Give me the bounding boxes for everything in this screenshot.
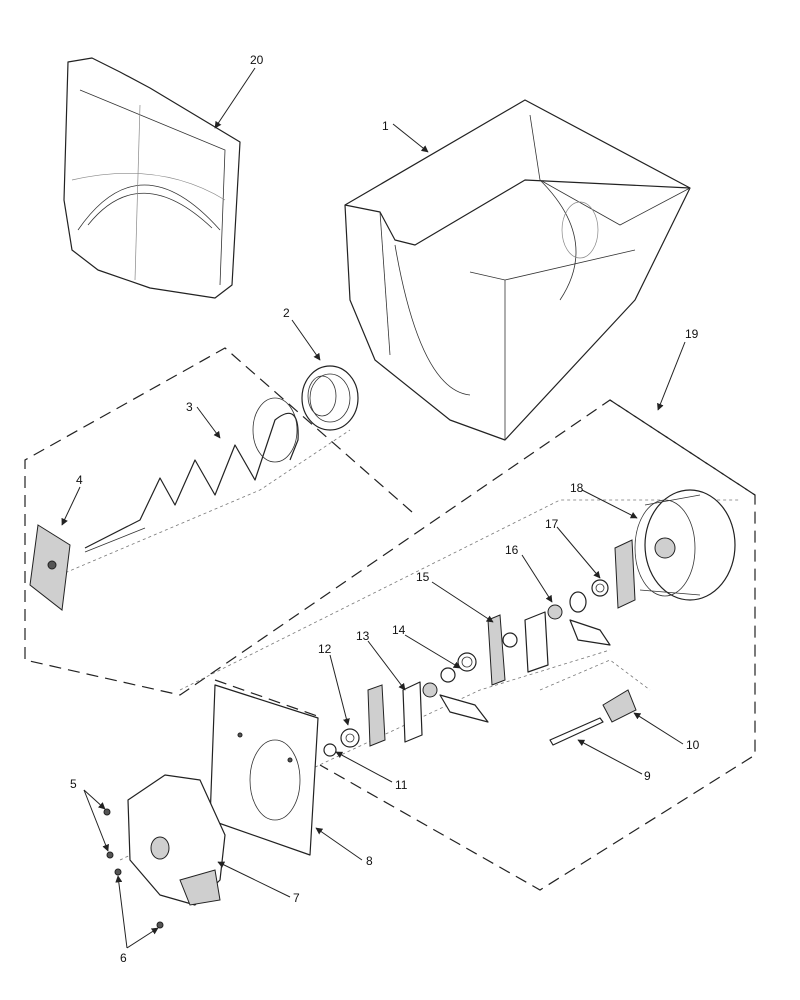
callout-12: 12	[318, 642, 332, 656]
leader-5a	[83, 789, 106, 810]
leader-10	[633, 712, 684, 745]
leader-13	[367, 640, 406, 691]
callout-14: 14	[392, 623, 406, 637]
leader-8	[315, 827, 363, 861]
callout-13: 13	[356, 629, 370, 643]
spacer-16	[547, 591, 611, 646]
leader-3	[196, 406, 221, 439]
impeller-blade	[29, 524, 71, 611]
leader-4	[61, 486, 81, 526]
screw-5-lower	[106, 851, 114, 859]
leader-14	[404, 634, 461, 669]
callout-2: 2	[283, 306, 290, 320]
leader-7	[217, 861, 291, 898]
callout-6: 6	[120, 951, 127, 965]
leader-19	[657, 341, 686, 411]
leader-17	[556, 526, 601, 579]
leader-15	[431, 581, 494, 623]
leader-20	[214, 67, 256, 129]
ice-bucket	[344, 99, 691, 441]
leader-12	[329, 654, 350, 726]
nut-11	[323, 743, 337, 757]
callout-8: 8	[366, 854, 373, 868]
callout-9: 9	[644, 769, 651, 783]
leader-18	[581, 489, 638, 519]
auger-group-boundary	[24, 347, 756, 696]
callout-15: 15	[416, 570, 430, 584]
actuator-bracket-10	[602, 689, 637, 723]
bearing-ring	[301, 365, 359, 431]
callout-20: 20	[250, 53, 264, 67]
leader-5b	[83, 789, 109, 852]
pin-9	[549, 717, 604, 746]
crusher-assembly-boundary	[319, 399, 756, 891]
ice-drum	[634, 489, 736, 601]
screw-5-upper	[103, 808, 111, 816]
leader-9	[577, 739, 643, 775]
leader-6b	[126, 927, 159, 949]
screw-6-lower	[156, 921, 164, 929]
leader-6a	[115, 875, 128, 949]
mount-plate	[209, 684, 319, 856]
leader-16	[521, 554, 553, 603]
callout-17: 17	[545, 517, 559, 531]
washer-assembly-17	[591, 539, 636, 609]
callout-11: 11	[395, 778, 408, 792]
callout-18: 18	[570, 481, 584, 495]
callout-19: 19	[685, 327, 699, 341]
front-cover-panel	[63, 57, 241, 299]
callout-4: 4	[76, 473, 83, 487]
callout-3: 3	[186, 400, 193, 414]
leader-1	[392, 123, 429, 153]
leader-11	[335, 751, 393, 783]
auger-centerline	[59, 429, 351, 576]
callout-5: 5	[70, 777, 77, 791]
auger-coil	[84, 397, 299, 553]
motor-housing	[127, 774, 226, 906]
crusher-blade-15	[487, 611, 549, 686]
leader-2	[291, 319, 321, 361]
crusher-blade-13	[402, 681, 438, 743]
callout-1: 1	[382, 119, 389, 133]
callout-7: 7	[293, 891, 300, 905]
pin-centerline	[539, 659, 651, 691]
screw-6-upper	[114, 868, 122, 876]
callout-10: 10	[686, 738, 700, 752]
bearing-12	[340, 684, 386, 748]
callout-16: 16	[505, 543, 519, 557]
spring-washer-14	[439, 652, 489, 723]
